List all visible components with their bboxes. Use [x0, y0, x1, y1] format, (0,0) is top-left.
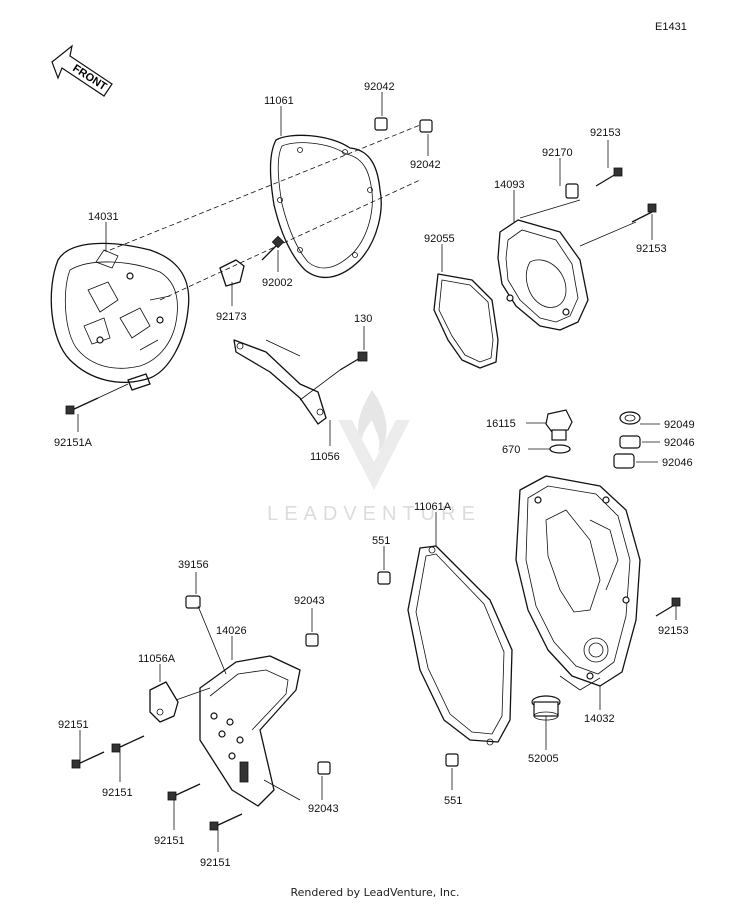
- callout-16115: 16115: [486, 418, 516, 430]
- bearing-92046-a: [619, 435, 641, 449]
- oil-filler-cap-16115: [545, 409, 573, 441]
- guard-14026: [199, 655, 301, 807]
- callouts: 11061 92042 92042 14031 92002 92173 130 …: [54, 81, 695, 869]
- clamp-92170: [565, 183, 579, 199]
- diagram-id: E1431: [655, 21, 687, 33]
- watermark-text: LEADVENTURE: [267, 503, 481, 525]
- callout-14093: 14093: [494, 179, 525, 191]
- dowel-pin-551-a: [377, 571, 391, 585]
- bolt-92151A: [65, 383, 129, 415]
- bolt-130: [339, 351, 368, 371]
- gasket-11061A: [407, 545, 513, 746]
- callout-92153-b: 92153: [636, 243, 667, 255]
- callout-14032: 14032: [584, 713, 615, 725]
- callout-92046-b: 92046: [662, 457, 693, 469]
- callout-92043-a: 92043: [294, 595, 325, 607]
- callout-92042-a: 92042: [364, 81, 395, 93]
- bolt-92153-c: [655, 597, 681, 617]
- callout-92151-b: 92151: [102, 787, 133, 799]
- callout-551-b: 551: [444, 795, 462, 807]
- callout-92151-d: 92151: [200, 857, 231, 869]
- callout-92153-a: 92153: [590, 127, 621, 139]
- callout-11061: 11061: [264, 95, 294, 107]
- callout-92055: 92055: [424, 233, 455, 245]
- callout-92042-b: 92042: [410, 159, 441, 171]
- watermark: LEADVENTURE: [267, 390, 481, 525]
- footer-credit: Rendered by LeadVenture, Inc.: [290, 886, 460, 899]
- callout-11061A: 11061A: [414, 501, 452, 513]
- callout-14031: 14031: [88, 211, 119, 223]
- callout-92049: 92049: [664, 419, 695, 431]
- o-ring-670: [549, 444, 571, 454]
- cover-14032: [515, 475, 641, 691]
- callout-14026: 14026: [216, 625, 247, 637]
- callout-92170: 92170: [542, 147, 573, 159]
- callout-130: 130: [354, 313, 372, 325]
- callout-92151A: 92151A: [54, 437, 93, 449]
- gasket-11061: [269, 134, 382, 279]
- watermark-flame-icon: [358, 390, 387, 452]
- callout-92002: 92002: [262, 277, 293, 289]
- callout-92046-a: 92046: [664, 437, 695, 449]
- bolt-92002: [261, 235, 285, 261]
- watermark-v-icon: [338, 420, 410, 490]
- collar-92043-b: [317, 761, 331, 775]
- bolt-92151-b: [111, 735, 145, 753]
- oil-seal-92049: [619, 411, 641, 425]
- leader-lines: [77, 92, 677, 852]
- clamp-92173: [219, 259, 245, 287]
- callout-92151-c: 92151: [154, 835, 185, 847]
- callout-92151-a: 92151: [58, 719, 89, 731]
- spacer-39156: [185, 595, 227, 675]
- gasket-92055: [433, 273, 499, 369]
- callout-551-a: 551: [372, 535, 390, 547]
- bolt-92151-d: [209, 813, 243, 831]
- callout-92153-c: 92153: [658, 625, 689, 637]
- dowel-pin-92042-a: [374, 117, 388, 131]
- clutch-cover-14031: [50, 124, 421, 391]
- bolt-92151-c: [167, 783, 201, 801]
- plug-52005: [531, 695, 561, 721]
- collar-92043-a: [305, 633, 319, 647]
- bearing-92046-b: [613, 453, 635, 469]
- front-arrow-icon: FRONT: [51, 44, 113, 97]
- bolt-92153-a: [595, 167, 623, 187]
- dowel-pin-92042-b: [419, 119, 433, 133]
- bracket-11056: [233, 339, 341, 425]
- callout-11056: 11056: [310, 451, 340, 463]
- callout-92173: 92173: [216, 311, 247, 323]
- bolt-92151-a: [71, 751, 105, 769]
- callout-39156: 39156: [178, 559, 209, 571]
- bracket-11056A: [149, 681, 211, 723]
- callout-11056A: 11056A: [138, 653, 176, 665]
- callout-670: 670: [502, 444, 520, 456]
- bolt-92153-b: [631, 203, 657, 223]
- callout-92043-b: 92043: [308, 803, 339, 815]
- cover-14093: [497, 199, 637, 331]
- callout-52005: 52005: [528, 753, 559, 765]
- dowel-pin-551-b: [445, 753, 459, 767]
